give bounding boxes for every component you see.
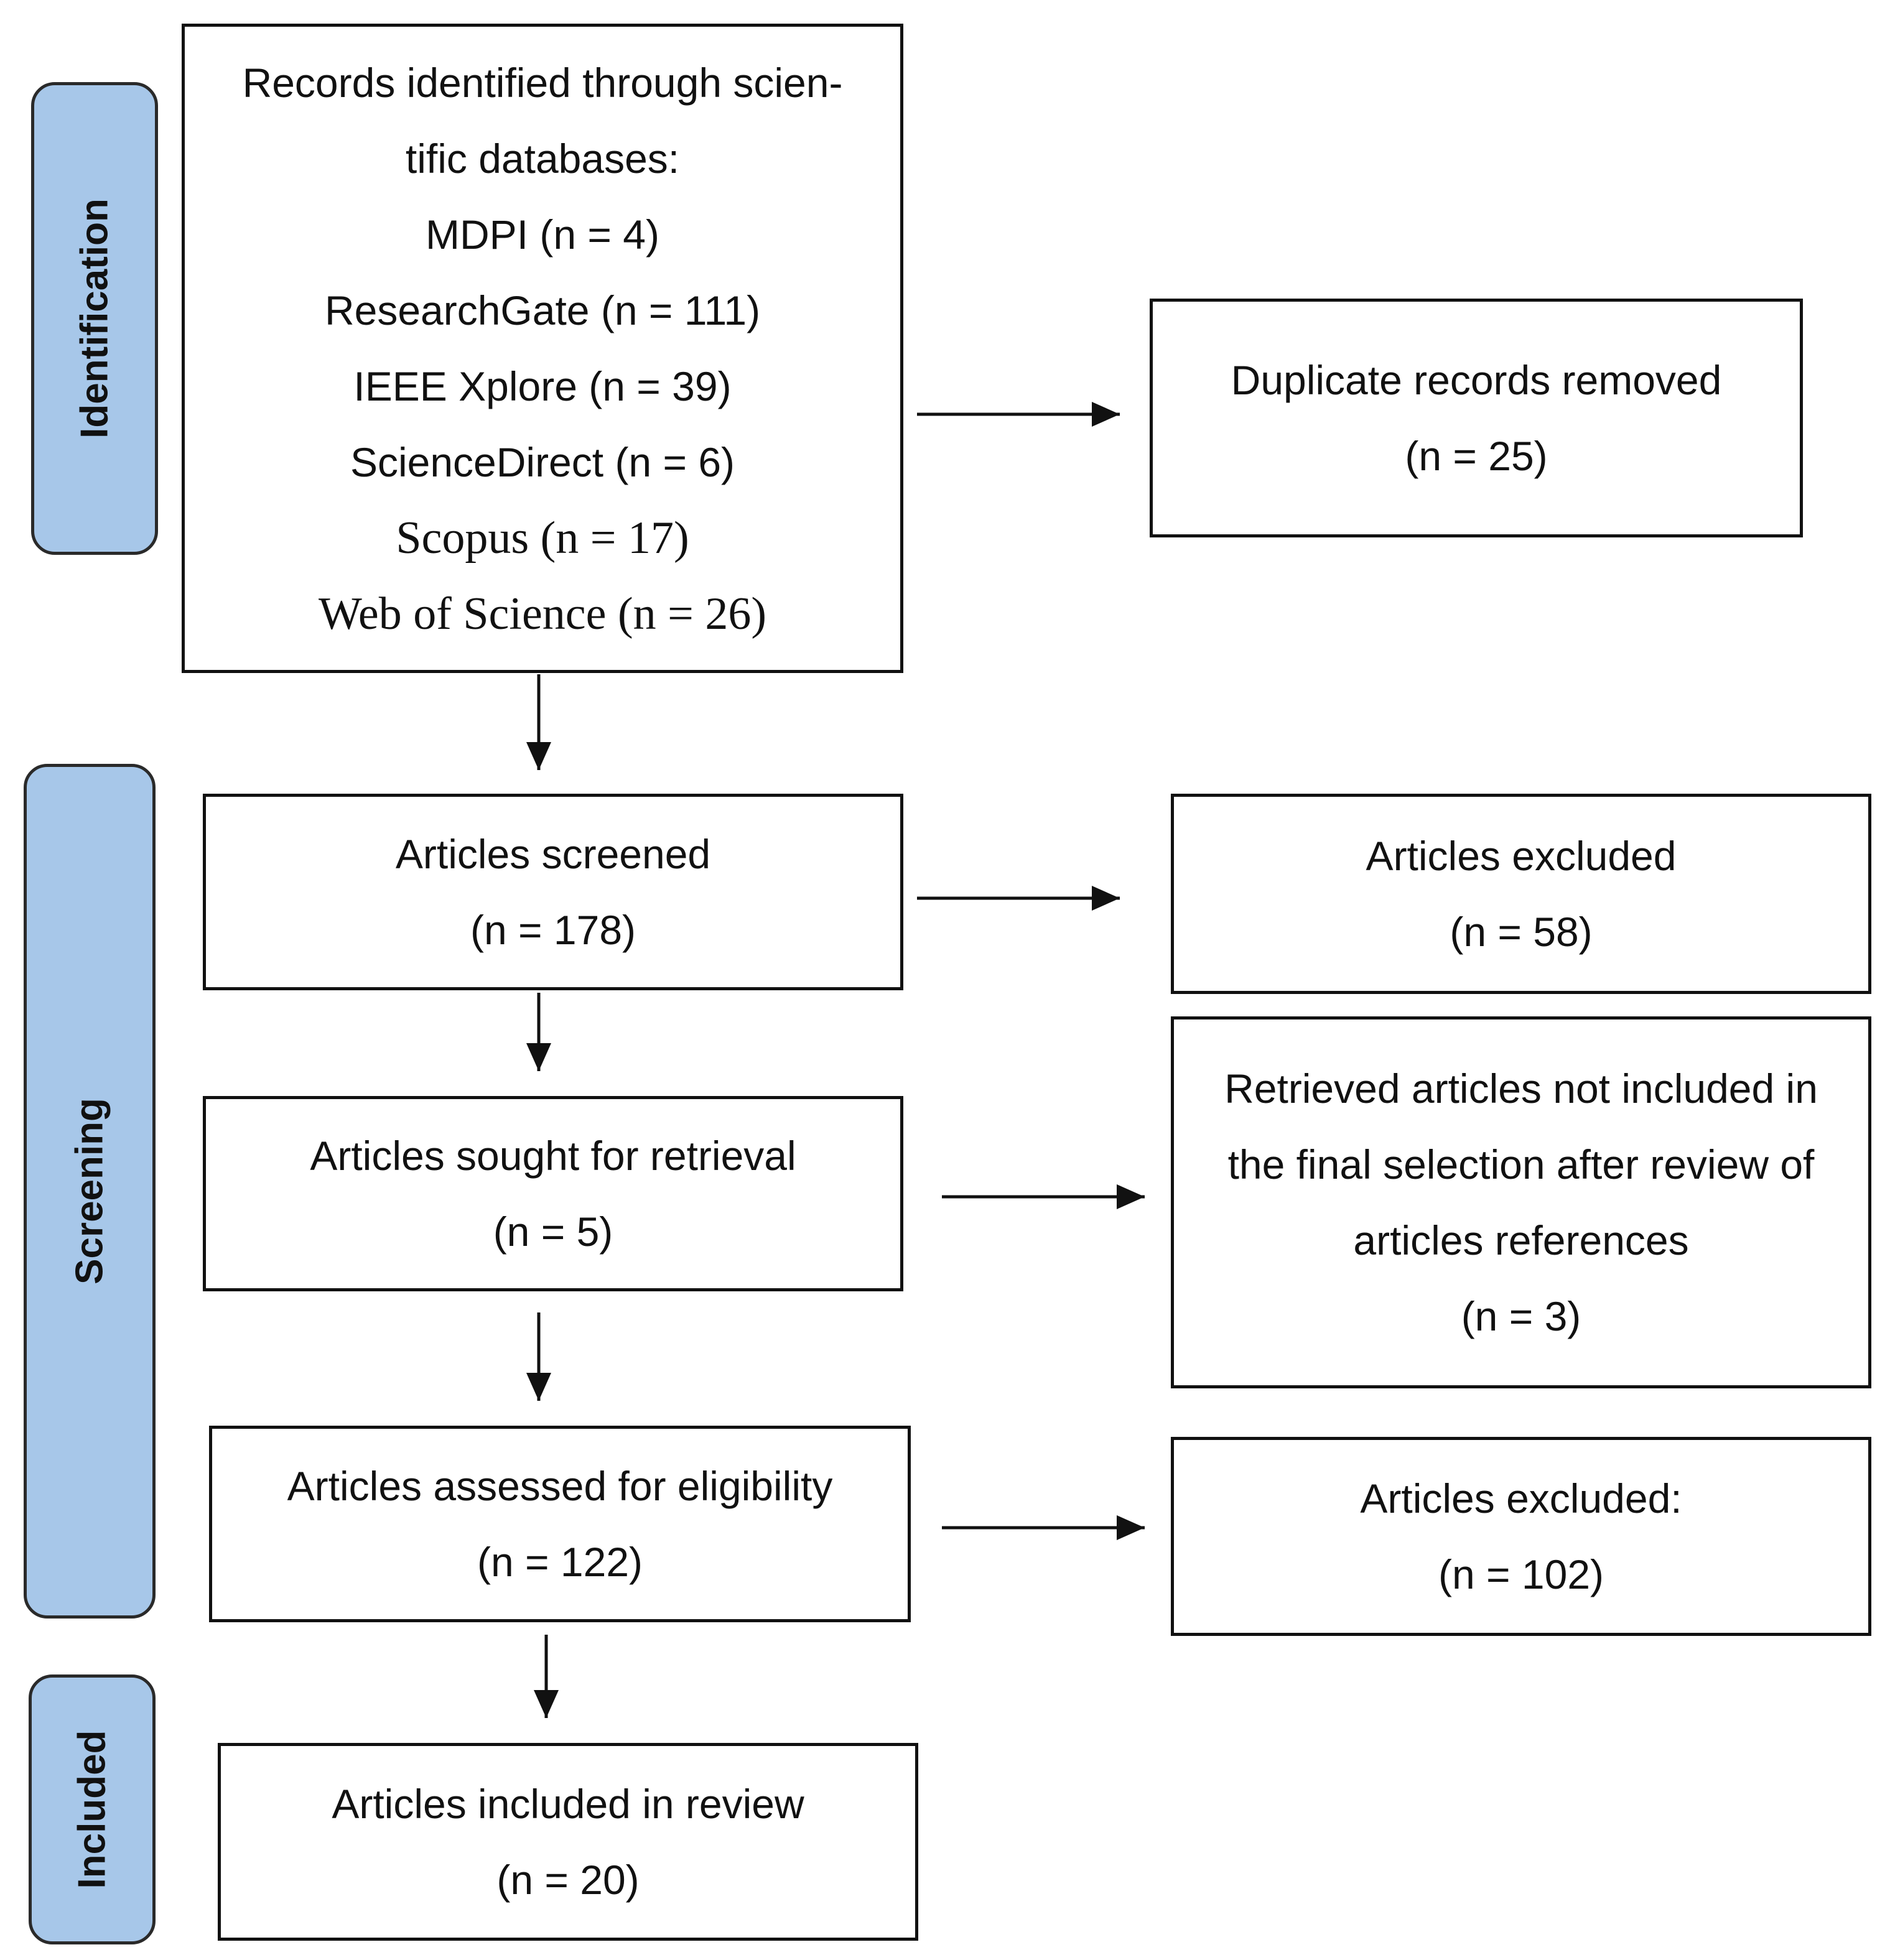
included-review-count: (n = 20) [496,1857,640,1903]
database-wos-count: Web of Science (n = 26) [318,588,767,639]
not-included-line: Retrieved articles not included in [1224,1066,1818,1112]
included-review-box: Articles included in review (n = 20) [218,1743,918,1941]
excluded-eligibility-box: Articles excluded: (n = 102) [1171,1437,1871,1636]
not-included-count: (n = 3) [1461,1293,1581,1339]
records-identified-box: Records identified through scien- tific … [182,24,903,673]
screened-title: Articles screened [395,831,711,877]
phase-screening: Screening [24,764,156,1619]
duplicates-removed-box: Duplicate records removed (n = 25) [1150,299,1803,537]
sought-retrieval-title: Articles sought for retrieval [310,1133,796,1179]
assessed-count: (n = 122) [477,1539,643,1585]
not-included-line: articles references [1353,1217,1689,1263]
duplicates-removed-count: (n = 25) [1405,433,1548,479]
database-researchgate-count: ResearchGate (n = 111) [324,287,761,333]
sought-retrieval-count: (n = 5) [493,1209,613,1255]
records-identified-line: tific databases: [405,136,680,182]
excluded-eligibility-title: Articles excluded: [1360,1475,1682,1521]
records-identified-line: Records identified through scien- [242,60,843,106]
not-included-line: the final selection after review of [1227,1141,1815,1187]
phase-identification: Identification [31,82,158,555]
database-sciencedirect-count: ScienceDirect (n = 6) [350,439,735,485]
excluded-eligibility-count: (n = 102) [1438,1551,1604,1597]
excluded-screening-count: (n = 58) [1450,909,1593,955]
assessed-title: Articles assessed for eligibility [287,1463,833,1509]
phase-included: Included [29,1674,156,1944]
assessed-box: Articles assessed for eligibility (n = 1… [209,1426,911,1622]
included-review-title: Articles included in review [332,1781,804,1827]
database-scopus-count: Scopus (n = 17) [396,513,689,564]
sought-retrieval-box: Articles sought for retrieval (n = 5) [203,1096,903,1291]
duplicates-removed-title: Duplicate records removed [1231,357,1722,403]
database-ieee-count: IEEE Xplore (n = 39) [353,363,732,409]
excluded-screening-box: Articles excluded (n = 58) [1171,794,1871,994]
screened-box: Articles screened (n = 178) [203,794,903,990]
database-mdpi-count: MDPI (n = 4) [426,211,659,258]
not-included-box: Retrieved articles not included in the f… [1171,1016,1871,1388]
excluded-screening-title: Articles excluded [1366,833,1677,879]
screened-count: (n = 178) [470,907,636,953]
